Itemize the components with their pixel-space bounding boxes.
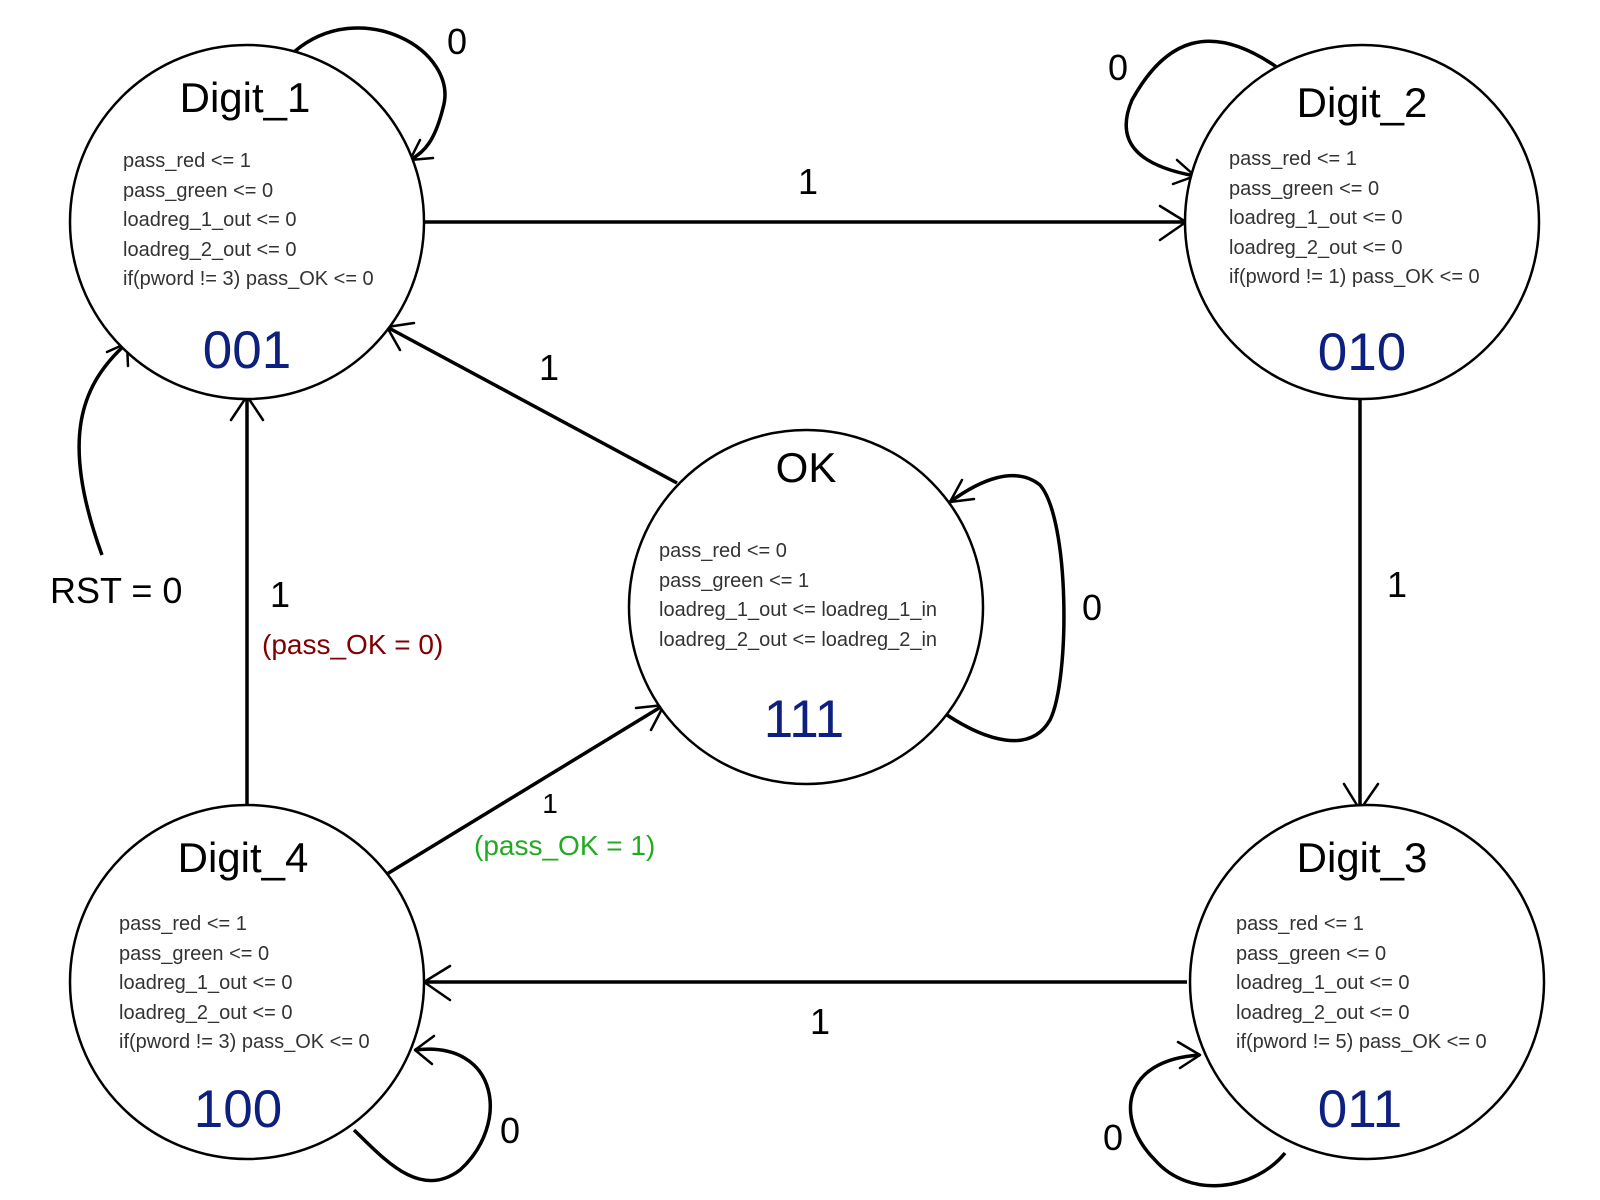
label-reset: RST = 0 bbox=[50, 570, 182, 611]
label-d3-to-d4: 1 bbox=[810, 1001, 830, 1042]
state-code: 100 bbox=[194, 1080, 282, 1139]
state-code: 010 bbox=[1318, 323, 1406, 382]
label-d3-self: 0 bbox=[1103, 1117, 1123, 1158]
state-action: loadreg_2_out <= 0 bbox=[123, 239, 297, 261]
state-action: loadreg_1_out <= 0 bbox=[119, 972, 293, 994]
edge-reset bbox=[77, 341, 130, 556]
edge-d2-to-d3 bbox=[1342, 400, 1380, 812]
state-ok: OK pass_red <= 0 pass_green <= 1 loadreg… bbox=[627, 428, 985, 786]
state-action: if(pword != 5) pass_OK <= 0 bbox=[1236, 1031, 1487, 1053]
state-action: pass_red <= 0 bbox=[659, 540, 787, 562]
state-action: pass_green <= 0 bbox=[123, 180, 273, 202]
state-digit-2: Digit_2 pass_red <= 1 pass_green <= 0 lo… bbox=[1183, 43, 1541, 401]
state-action: pass_red <= 1 bbox=[1236, 913, 1364, 935]
state-digit-4: Digit_4 pass_red <= 1 pass_green <= 0 lo… bbox=[68, 803, 426, 1161]
label-d1-to-d2: 1 bbox=[798, 161, 818, 202]
edge-d3-to-d4 bbox=[422, 964, 1187, 1002]
state-name: OK bbox=[776, 444, 837, 491]
state-action: loadreg_1_out <= 0 bbox=[123, 209, 297, 231]
state-action: pass_red <= 1 bbox=[123, 150, 251, 172]
state-action: loadreg_2_out <= 0 bbox=[1236, 1002, 1410, 1024]
state-action: loadreg_1_out <= loadreg_1_in bbox=[659, 599, 937, 621]
self-loop-d3 bbox=[1128, 1040, 1287, 1188]
state-action: pass_red <= 1 bbox=[1229, 148, 1357, 170]
label-d4-to-ok: 1 bbox=[542, 788, 558, 819]
state-action: pass_green <= 0 bbox=[1236, 943, 1386, 965]
state-action: pass_red <= 1 bbox=[119, 913, 247, 935]
label-d4-self: 0 bbox=[500, 1110, 520, 1151]
state-code: 111 bbox=[764, 690, 845, 749]
label-d4-to-d1: 1 bbox=[270, 574, 290, 615]
state-action: loadreg_2_out <= 0 bbox=[119, 1002, 293, 1024]
state-name: Digit_2 bbox=[1297, 79, 1428, 126]
state-code: 011 bbox=[1318, 1080, 1403, 1139]
label-d1-self: 0 bbox=[447, 21, 467, 62]
state-action: loadreg_2_out <= 0 bbox=[1229, 237, 1403, 259]
label-d4-to-d1-condition: (pass_OK = 0) bbox=[262, 629, 443, 660]
edge-d1-to-d2 bbox=[424, 204, 1188, 242]
state-code: 001 bbox=[203, 321, 291, 380]
state-digit-3: Digit_3 pass_red <= 1 pass_green <= 0 lo… bbox=[1188, 803, 1546, 1161]
edge-d4-to-d1 bbox=[229, 394, 265, 807]
state-action: if(pword != 1) pass_OK <= 0 bbox=[1229, 266, 1480, 288]
label-d2-self: 0 bbox=[1108, 47, 1128, 88]
state-name: Digit_1 bbox=[180, 74, 311, 121]
label-ok-to-d1: 1 bbox=[539, 347, 559, 388]
state-action: pass_green <= 0 bbox=[1229, 178, 1379, 200]
state-action: if(pword != 3) pass_OK <= 0 bbox=[123, 268, 374, 290]
label-d4-to-ok-condition: (pass_OK = 1) bbox=[474, 830, 655, 861]
state-action: loadreg_2_out <= loadreg_2_in bbox=[659, 629, 937, 651]
label-d2-to-d3: 1 bbox=[1387, 564, 1407, 605]
state-digit-1: Digit_1 pass_red <= 1 pass_green <= 0 lo… bbox=[68, 43, 426, 401]
state-action: pass_green <= 1 bbox=[659, 570, 809, 592]
state-name: Digit_3 bbox=[1297, 834, 1428, 881]
self-loop-d4 bbox=[352, 1034, 492, 1183]
state-action: pass_green <= 0 bbox=[119, 943, 269, 965]
state-action: if(pword != 3) pass_OK <= 0 bbox=[119, 1031, 370, 1053]
state-action: loadreg_1_out <= 0 bbox=[1229, 207, 1403, 229]
label-ok-self: 0 bbox=[1082, 587, 1102, 628]
state-action: loadreg_1_out <= 0 bbox=[1236, 972, 1410, 994]
state-name: Digit_4 bbox=[178, 834, 309, 881]
edge-ok-to-d1 bbox=[385, 321, 678, 485]
